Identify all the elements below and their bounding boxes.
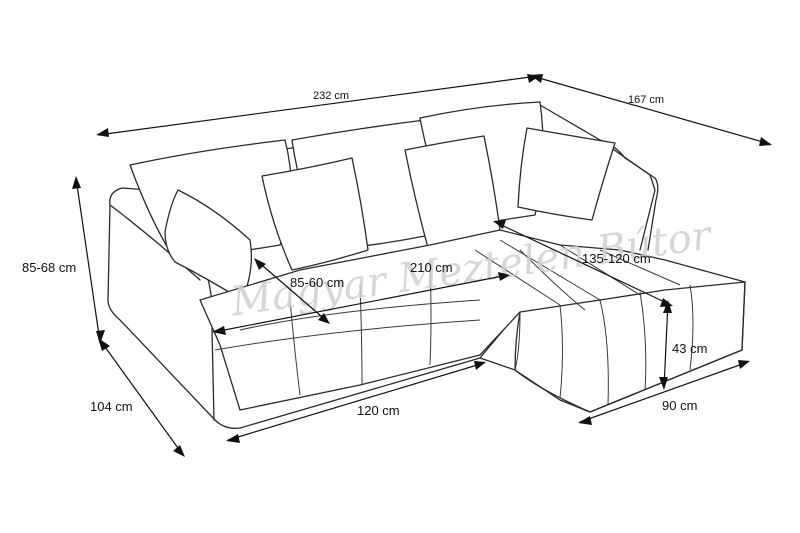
- label-front-width: 120 cm: [357, 403, 400, 418]
- dim-line-depth-side: [531, 75, 771, 145]
- label-total-width: 232 cm: [313, 90, 349, 102]
- pillow-left-arm: [164, 189, 253, 301]
- dim-line-height: [75, 177, 101, 343]
- arrow-depth-front-top: [98, 338, 110, 351]
- label-height: 85-68 cm: [22, 260, 76, 275]
- dim-line-chaise-length: [494, 221, 672, 306]
- dim-line-chaise-height: [663, 301, 669, 389]
- arrow-chaise-height-bottom: [659, 377, 668, 390]
- arrow-seat-width-right: [498, 272, 510, 281]
- dim-line-depth-front: [99, 339, 184, 456]
- arrow-height-bottom: [96, 330, 105, 344]
- label-depth-side: 167 cm: [628, 94, 664, 106]
- label-seat-width: 210 cm: [410, 260, 453, 275]
- arrow-total-width-left: [96, 128, 109, 137]
- arrow-front-width-left: [226, 434, 240, 443]
- seat-seams: [214, 239, 694, 406]
- label-chaise-height: 43 cm: [672, 341, 707, 356]
- arrow-chaise-height-top: [663, 300, 672, 313]
- label-depth-front: 104 cm: [90, 399, 133, 414]
- chaise-front: [514, 281, 746, 413]
- label-seat-depth: 85-60 cm: [290, 275, 344, 290]
- arrow-front-width-right: [474, 361, 486, 370]
- label-chaise-width: 90 cm: [662, 398, 697, 413]
- label-chaise-length: 135-120 cm: [582, 251, 651, 266]
- arrow-chaise-width-left: [578, 416, 592, 425]
- sofa-drawing: [107, 101, 746, 429]
- arrow-chaise-width-right: [738, 360, 750, 369]
- dimension-labels: 232 cm 167 cm 85-68 cm 104 cm 85-60 cm 2…: [22, 90, 707, 418]
- arrow-depth-front-bottom: [173, 445, 185, 457]
- arrow-seat-depth-top: [254, 258, 266, 270]
- dim-line-seat-width: [213, 274, 509, 333]
- pillow-right: [517, 127, 616, 221]
- pillow-center-left: [261, 157, 369, 271]
- arrow-chaise-length-top: [493, 220, 506, 229]
- dimension-lines: [72, 74, 772, 457]
- dim-line-front-width: [227, 362, 485, 441]
- arrow-depth-side-left: [530, 74, 543, 83]
- arrow-height-top: [72, 176, 81, 189]
- arrow-seat-depth-bottom: [318, 313, 330, 324]
- arrow-seat-width-left: [212, 326, 226, 335]
- dim-line-chaise-width: [579, 361, 749, 423]
- arrow-depth-side-right: [759, 137, 772, 146]
- arrow-chaise-length-bottom: [660, 298, 673, 307]
- dim-line-total-width: [97, 75, 539, 136]
